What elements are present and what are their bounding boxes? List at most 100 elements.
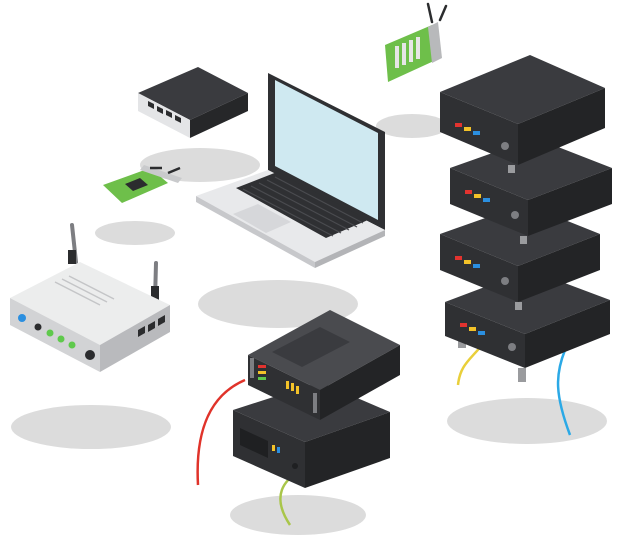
- status-led-icon: [46, 329, 54, 337]
- antenna-icon: [426, 2, 434, 24]
- chip-icon: [409, 40, 413, 62]
- chip-icon: [402, 43, 406, 65]
- status-led-icon: [460, 323, 467, 327]
- router-front: [10, 298, 100, 372]
- knob-icon: [508, 343, 516, 351]
- antenna-icon: [167, 166, 181, 175]
- knob-icon: [511, 211, 519, 219]
- card-top-chips: [395, 37, 420, 68]
- status-led-icon: [57, 335, 65, 343]
- server-foot: [458, 338, 466, 348]
- status-led-icon: [483, 198, 490, 202]
- card-top-bracket: [428, 22, 442, 63]
- shadow-laptop: [198, 280, 358, 328]
- laptop: [196, 73, 385, 268]
- shadow-card-top: [376, 114, 448, 138]
- cable-yellow: [456, 344, 483, 386]
- upper-unit-side: [320, 345, 400, 420]
- lower-unit-front: [233, 410, 305, 488]
- switch-port-icon: [166, 110, 172, 118]
- server-foot: [508, 165, 515, 173]
- server2-top: [450, 138, 612, 200]
- server3-leds: [455, 256, 509, 285]
- status-led-icon: [258, 371, 266, 374]
- cable-red: [196, 378, 246, 486]
- upper-unit-panel: [250, 358, 317, 413]
- server1-leds: [455, 123, 509, 150]
- laptop-base-side: [315, 230, 385, 268]
- keyboard-keys: [242, 176, 364, 237]
- server2-side: [528, 168, 612, 236]
- laptop-base-front: [196, 196, 315, 268]
- drive-bay-icon: [240, 428, 268, 458]
- status-led-icon: [478, 331, 485, 335]
- pcie-card-top: [385, 2, 448, 82]
- vent-line: [61, 278, 108, 303]
- server-foot: [515, 302, 522, 310]
- antenna-tip-icon: [151, 286, 159, 300]
- wifi-icon: [18, 314, 26, 322]
- key-row: [250, 185, 342, 234]
- ethernet-port-icon: [138, 326, 145, 337]
- status-led-icon: [465, 190, 472, 194]
- network-card-small: [103, 165, 182, 203]
- key-row: [242, 188, 334, 237]
- status-led-icon: [296, 386, 299, 394]
- switch-side: [190, 93, 248, 138]
- key-row: [266, 179, 358, 228]
- server3-side: [518, 234, 600, 302]
- status-led-icon: [473, 131, 480, 135]
- knob-icon: [501, 277, 509, 285]
- switch-top: [138, 67, 248, 120]
- status-led-icon: [473, 264, 480, 268]
- handle-icon: [313, 393, 317, 413]
- handle-icon: [250, 358, 254, 378]
- knob-icon: [292, 463, 298, 469]
- status-led-icon: [68, 341, 76, 349]
- switch-port-icon: [148, 101, 154, 109]
- knob-icon: [501, 142, 509, 150]
- knob-icon: [85, 350, 95, 360]
- chip-icon: [416, 37, 420, 59]
- server4-side: [525, 300, 610, 368]
- antenna-icon: [438, 4, 448, 22]
- vent-line: [68, 275, 115, 300]
- status-led-icon: [464, 260, 471, 264]
- cable-blue: [556, 349, 572, 436]
- status-led-icon: [474, 194, 481, 198]
- status-led-icon: [286, 381, 289, 389]
- key-row: [258, 182, 350, 231]
- ethernet-switch: [138, 67, 248, 138]
- antenna-tip-icon: [68, 250, 76, 264]
- server4-top: [445, 270, 610, 334]
- switch-ports: [148, 101, 181, 123]
- status-led-icon: [277, 447, 280, 453]
- ethernet-port-icon: [158, 315, 165, 326]
- shadow-network-card: [95, 221, 175, 245]
- small-card-bracket: [140, 165, 182, 183]
- router-vent: [54, 275, 115, 306]
- chip-icon: [395, 46, 399, 68]
- router-side: [100, 305, 170, 372]
- router-leds: [18, 314, 95, 360]
- shadow-server-stack: [447, 398, 607, 444]
- router-ports: [138, 315, 165, 337]
- status-led-icon: [258, 377, 266, 380]
- laptop-trackpad: [233, 204, 291, 233]
- server4-leds: [460, 323, 516, 351]
- server-foot: [518, 368, 526, 382]
- status-led-icon: [469, 327, 476, 331]
- key-row: [274, 176, 364, 224]
- vent-line: [54, 281, 101, 306]
- lower-unit-side: [305, 412, 390, 488]
- switch-port-icon: [175, 115, 181, 123]
- upper-unit-top-inset: [272, 327, 350, 367]
- shadow-rack-center: [230, 495, 366, 535]
- laptop-screen: [275, 80, 378, 220]
- status-led-icon: [455, 256, 462, 260]
- ethernet-port-icon: [148, 321, 155, 332]
- status-led-icon: [34, 323, 42, 331]
- router-top: [10, 262, 170, 345]
- wifi-router: [10, 223, 170, 372]
- status-led-icon: [258, 365, 266, 368]
